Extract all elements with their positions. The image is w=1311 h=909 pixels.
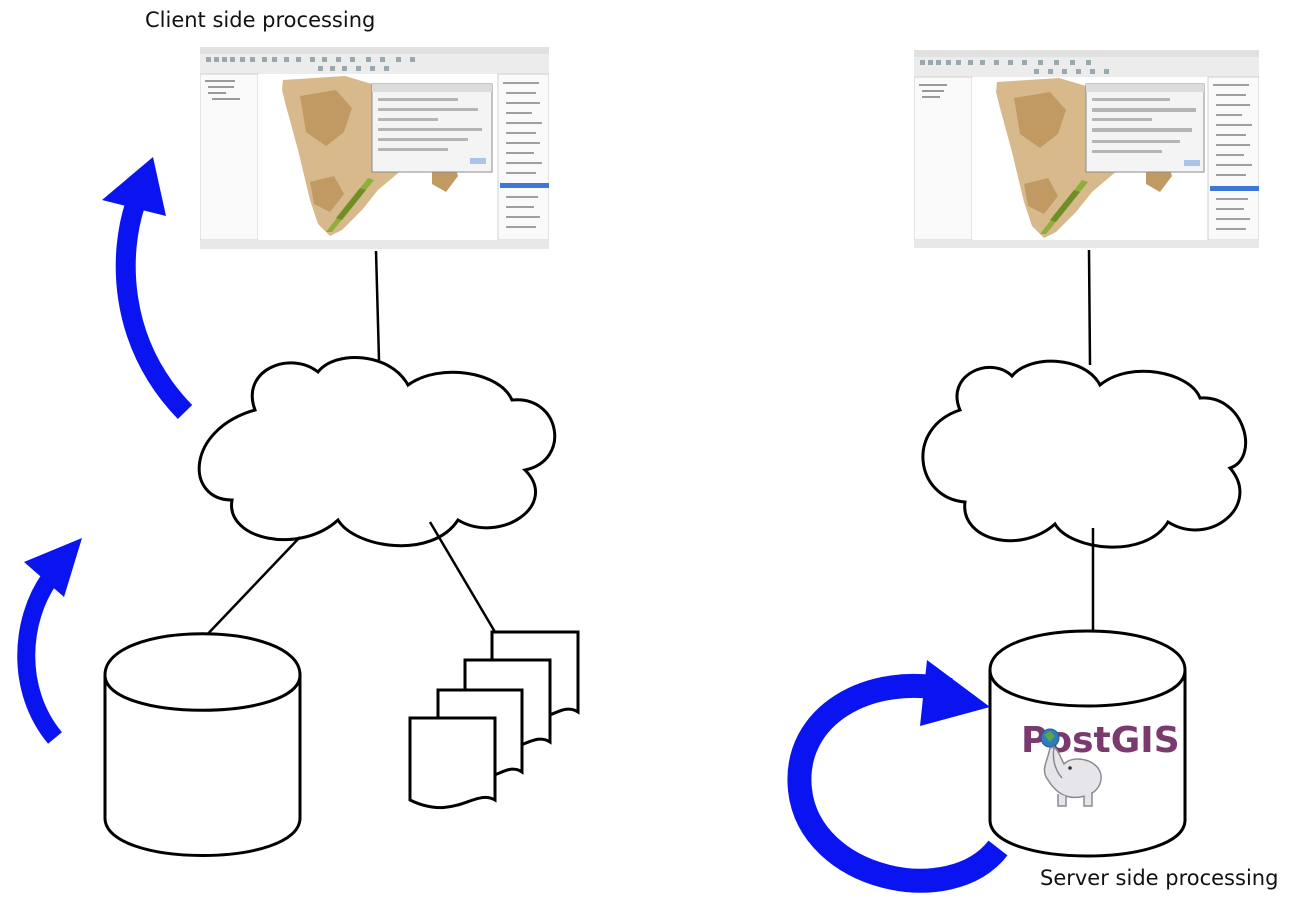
client-db-connector xyxy=(201,536,301,641)
postgis-logo: PostGIS xyxy=(1021,720,1180,807)
server-cloud-icon xyxy=(921,359,1248,549)
client-docs-connector xyxy=(428,521,497,633)
server-side-caption: Server side processing xyxy=(1040,866,1279,890)
client-top-connector xyxy=(374,250,381,361)
server-top-connector xyxy=(1087,249,1092,366)
client-database-icon xyxy=(103,632,302,857)
client-upload-arrow-icon xyxy=(102,157,193,419)
client-documents-icon xyxy=(408,630,580,810)
client-cloud-icon xyxy=(197,356,557,548)
server-database-icon xyxy=(988,629,1187,858)
client-db-arrow-icon xyxy=(17,538,82,744)
server-loop-arrow-icon xyxy=(787,660,1008,893)
elephant-icon xyxy=(1040,728,1102,807)
client-qgis-screenshot-icon xyxy=(200,47,549,249)
server-qgis-screenshot-icon xyxy=(914,50,1259,248)
client-side-caption: Client side processing xyxy=(145,8,376,32)
